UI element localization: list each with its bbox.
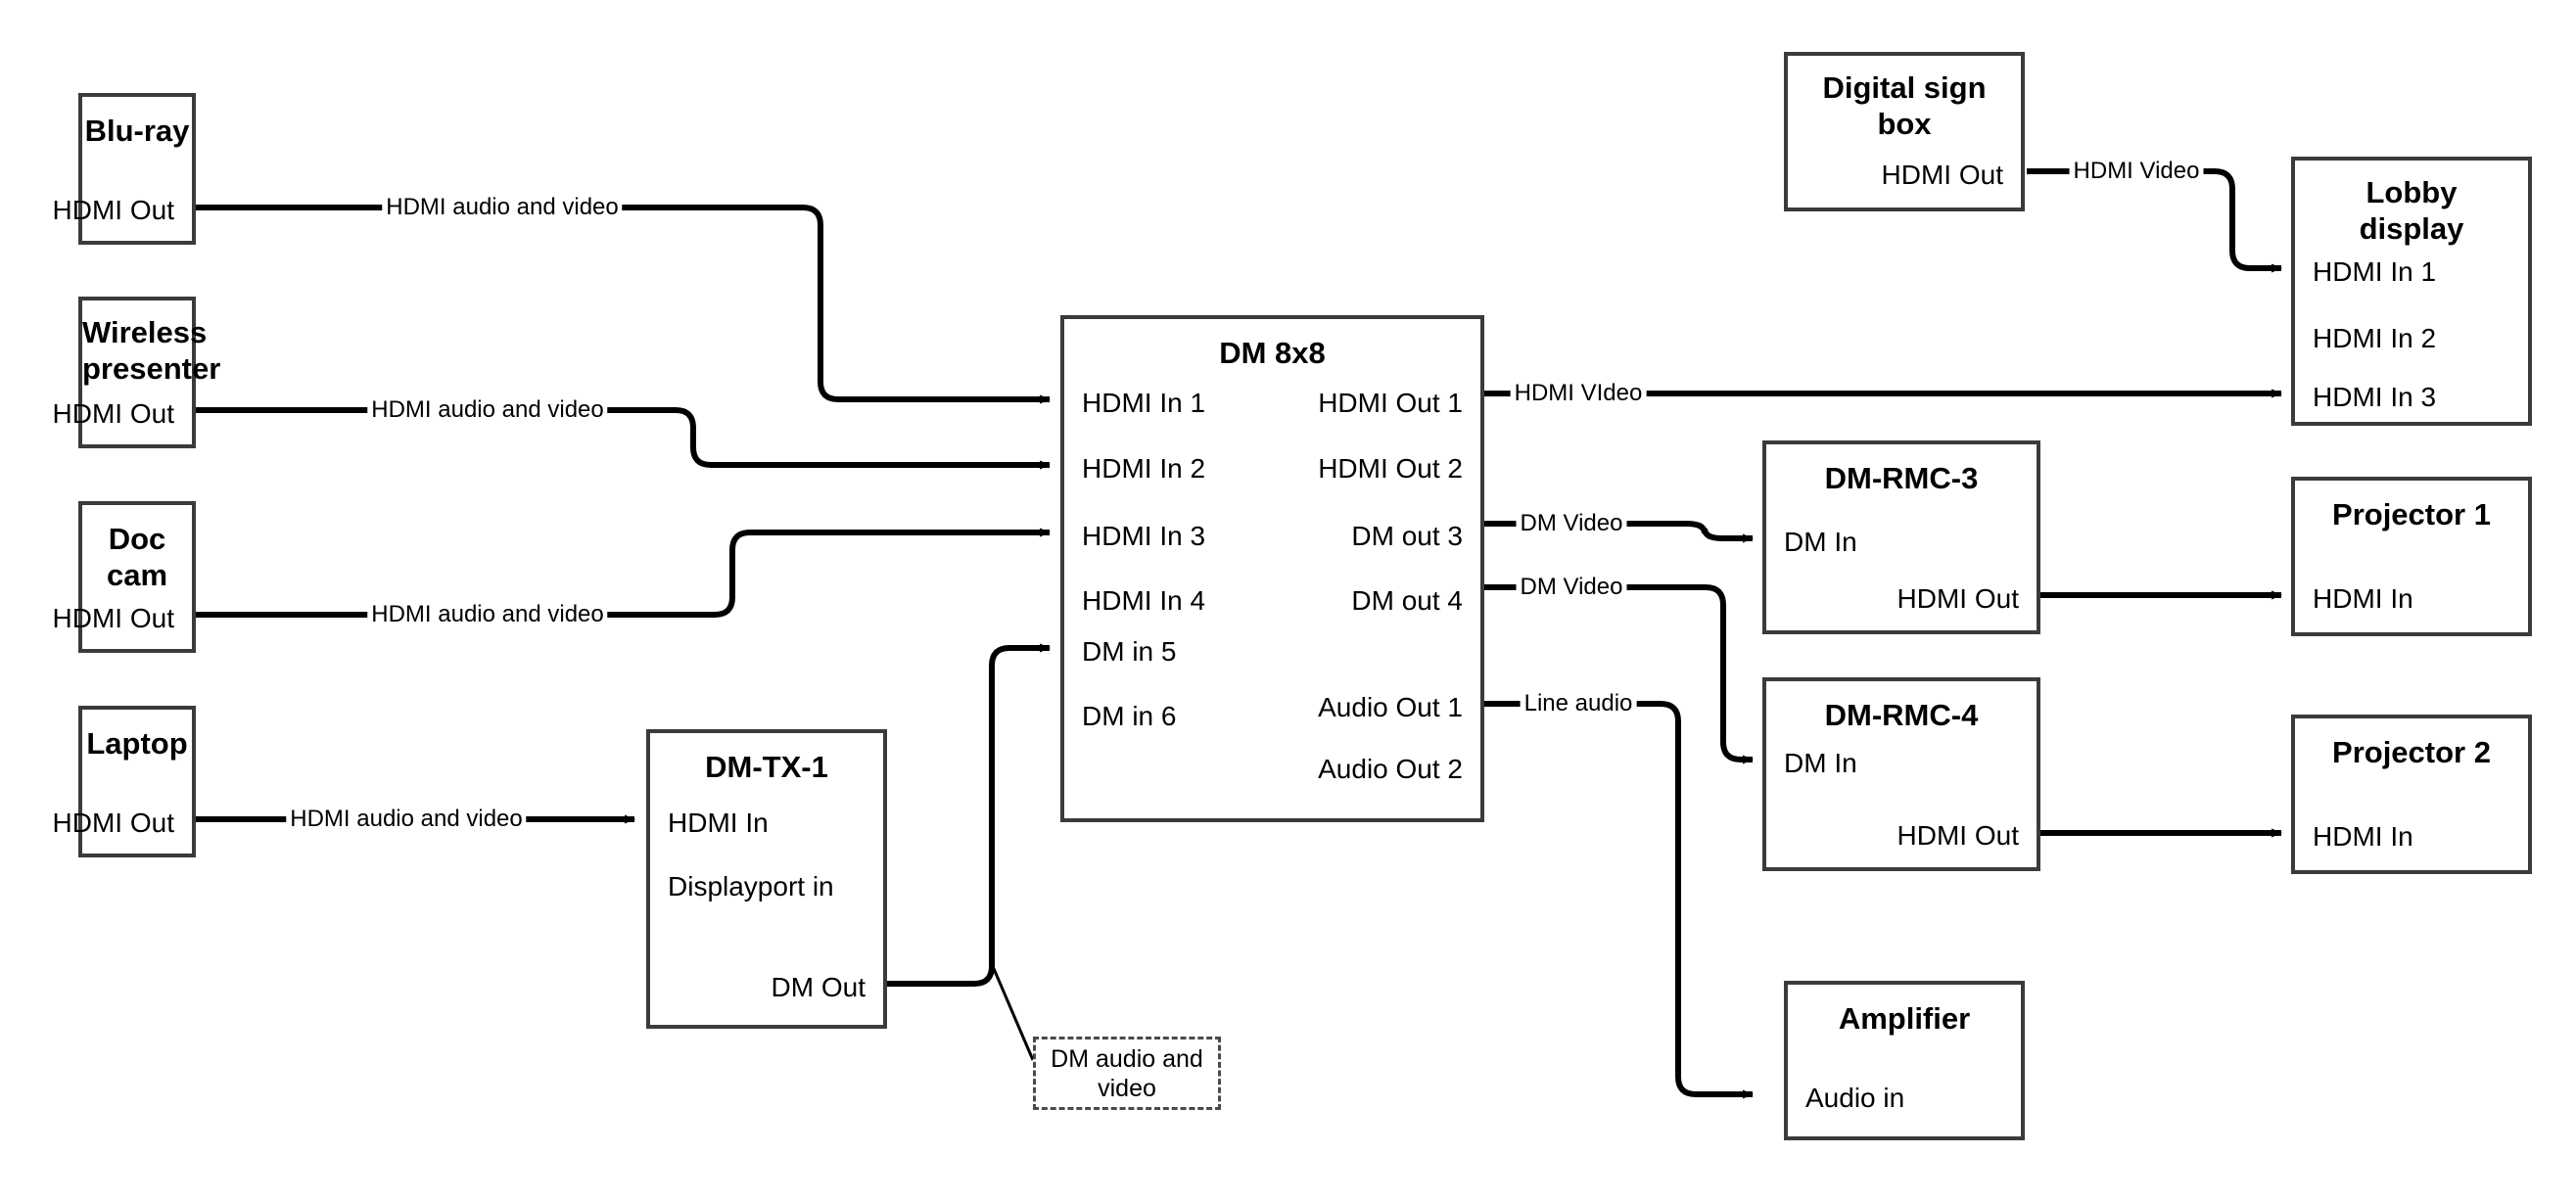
wire-note-leader — [990, 963, 1035, 1061]
node-wireless-presenter-port-hdmi-out[interactable]: HDMI Out — [52, 398, 174, 429]
node-projector-2[interactable]: Projector 2 HDMI In — [2291, 715, 2532, 874]
node-digital-sign-box[interactable]: Digital sign box HDMI Out — [1784, 52, 2025, 211]
node-bluray[interactable]: Blu-ray HDMI Out — [53, 93, 196, 245]
node-amplifier-title: Amplifier — [1838, 1001, 1971, 1036]
node-doc-cam[interactable]: Doc cam HDMI Out — [53, 501, 196, 653]
node-digital-sign-box-port-hdmi-out[interactable]: HDMI Out — [1881, 160, 2003, 190]
wire-label-sign-to-lobby: HDMI Video — [2069, 158, 2204, 185]
node-dm-8x8-port-hdmi-in-4[interactable]: HDMI In 4 — [1082, 585, 1206, 616]
wire-label-laptop: HDMI audio and video — [286, 806, 527, 833]
wire-dmtx1-to-dm-in5 — [887, 643, 1051, 987]
note-dm-audio-and-video: DM audio and video — [1033, 1037, 1221, 1110]
node-dm-8x8-title: DM 8x8 — [1219, 336, 1326, 370]
node-amplifier-port-audio-in[interactable]: Audio in — [1805, 1083, 1905, 1113]
note-line2: video — [1098, 1074, 1156, 1102]
node-projector-2-title: Projector 2 — [2332, 735, 2491, 769]
node-wireless-presenter-title-line2: presenter — [82, 351, 221, 386]
node-dm-rmc-4-title: DM-RMC-4 — [1824, 698, 1979, 732]
node-dm-rmc-4[interactable]: DM-RMC-4 DM In HDMI Out — [1762, 677, 2040, 871]
node-dm-rmc-3-title: DM-RMC-3 — [1824, 461, 1979, 495]
node-dm-8x8-port-dm-out-4[interactable]: DM out 4 — [1351, 585, 1463, 616]
node-amplifier[interactable]: Amplifier Audio in — [1784, 981, 2025, 1140]
note-text: DM audio and video — [1051, 1044, 1203, 1103]
node-projector-1-port-hdmi-in[interactable]: HDMI In — [2313, 583, 2413, 614]
node-dm-rmc-3-port-hdmi-out[interactable]: HDMI Out — [1897, 583, 2019, 614]
node-wireless-presenter[interactable]: Wireless presenter HDMI Out — [53, 297, 221, 448]
node-dm-8x8-port-hdmi-in-3[interactable]: HDMI In 3 — [1082, 521, 1206, 551]
node-doc-cam-title: Doc cam — [106, 522, 168, 592]
node-lobby-display-title-line2: display — [2359, 211, 2464, 246]
node-projector-2-port-hdmi-in[interactable]: HDMI In — [2313, 821, 2413, 852]
wire-sign-to-lobby-in1 — [2027, 168, 2282, 273]
node-dm-tx-1-port-displayport-in[interactable]: Displayport in — [668, 871, 834, 901]
node-dm-tx-1-title: DM-TX-1 — [705, 750, 828, 784]
wire-doccam-to-hdmi-in3 — [195, 528, 1051, 618]
node-dm-8x8-port-hdmi-out-2[interactable]: HDMI Out 2 — [1318, 453, 1463, 484]
node-dm-rmc-4-port-dm-in[interactable]: DM In — [1784, 748, 1857, 778]
wire-audio-out1-to-amplifier — [1484, 701, 1754, 1099]
node-lobby-display-port-hdmi-in-1[interactable]: HDMI In 1 — [2313, 256, 2437, 287]
node-dm-8x8-port-hdmi-out-1[interactable]: HDMI Out 1 — [1318, 388, 1463, 418]
node-digital-sign-box-title-line1: Digital sign — [1822, 70, 1987, 105]
node-dm-8x8-port-hdmi-in-2[interactable]: HDMI In 2 — [1082, 453, 1206, 484]
wire-label-dm-out4: DM Video — [1516, 574, 1627, 601]
node-dm-8x8-port-dm-in-5[interactable]: DM in 5 — [1082, 636, 1177, 667]
node-dm-8x8[interactable]: DM 8x8 HDMI In 1 HDMI In 2 HDMI In 3 HDM… — [1060, 315, 1484, 822]
node-dm-8x8-port-audio-out-2[interactable]: Audio Out 2 — [1318, 754, 1463, 784]
node-dm-8x8-port-dm-in-6[interactable]: DM in 6 — [1082, 701, 1177, 731]
wire-label-wireless: HDMI audio and video — [367, 396, 608, 424]
node-digital-sign-box-title-line2: box — [1877, 107, 1932, 141]
wire-label-bluray: HDMI audio and video — [382, 194, 623, 221]
node-lobby-display-port-hdmi-in-3[interactable]: HDMI In 3 — [2313, 382, 2437, 412]
node-dm-rmc-4-port-hdmi-out[interactable]: HDMI Out — [1897, 820, 2019, 851]
node-dm-8x8-port-audio-out-1[interactable]: Audio Out 1 — [1318, 692, 1463, 722]
wire-label-doccam: HDMI audio and video — [367, 601, 608, 628]
node-dm-rmc-3-port-dm-in[interactable]: DM In — [1784, 527, 1857, 557]
node-dm-8x8-port-hdmi-in-1[interactable]: HDMI In 1 — [1082, 388, 1206, 418]
node-lobby-display-title-line1: Lobby — [2365, 175, 2458, 209]
node-lobby-display[interactable]: Lobby display HDMI In 1 HDMI In 2 HDMI I… — [2291, 157, 2532, 426]
wire-label-hdmi-out1: HDMI VIdeo — [1510, 380, 1647, 407]
node-wireless-presenter-title-line1: Wireless — [82, 315, 208, 349]
node-dm-8x8-port-dm-out-3[interactable]: DM out 3 — [1351, 521, 1463, 551]
wire-wireless-to-hdmi-in2 — [195, 407, 1051, 470]
note-line1: DM audio and — [1051, 1044, 1203, 1073]
node-bluray-title: Blu-ray — [84, 114, 190, 148]
node-laptop-title: Laptop — [86, 726, 188, 761]
node-dm-rmc-3[interactable]: DM-RMC-3 DM In HDMI Out — [1762, 440, 2040, 634]
wire-label-audio-out1: Line audio — [1520, 690, 1637, 717]
wire-label-dm-out3: DM Video — [1516, 510, 1627, 537]
node-laptop-port-hdmi-out[interactable]: HDMI Out — [52, 808, 174, 838]
node-laptop[interactable]: Laptop HDMI Out — [53, 706, 196, 857]
node-lobby-display-port-hdmi-in-2[interactable]: HDMI In 2 — [2313, 323, 2437, 353]
wire-bluray-to-hdmi-in1 — [195, 205, 1051, 404]
node-projector-1-title: Projector 1 — [2332, 497, 2491, 531]
node-projector-1[interactable]: Projector 1 HDMI In — [2291, 477, 2532, 636]
node-doc-cam-port-hdmi-out[interactable]: HDMI Out — [52, 603, 174, 633]
node-bluray-port-hdmi-out[interactable]: HDMI Out — [52, 195, 174, 225]
node-dm-tx-1[interactable]: DM-TX-1 HDMI In Displayport in DM Out — [646, 729, 887, 1029]
node-dm-tx-1-port-dm-out[interactable]: DM Out — [771, 972, 866, 1002]
wire-dm-out4-to-rmc4 — [1484, 584, 1754, 764]
node-dm-tx-1-port-hdmi-in[interactable]: HDMI In — [668, 808, 769, 838]
